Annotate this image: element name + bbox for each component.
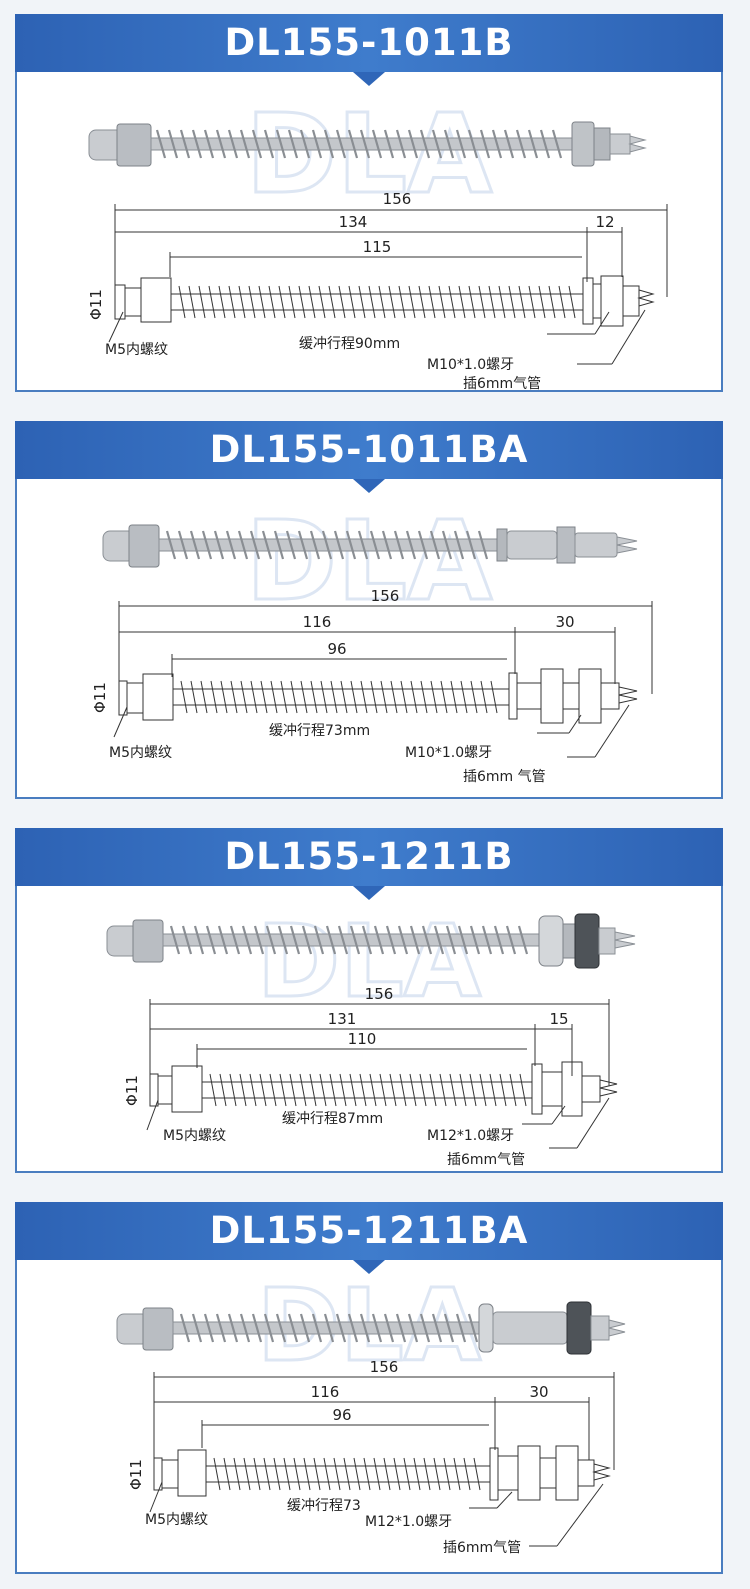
product-drawing: DLA [116,1266,626,1556]
stroke-note: 缓冲行程90mm [299,336,400,352]
title-pointer [353,479,385,493]
dimension-end: 12 [595,213,614,231]
thread-in-note: M5内螺纹 [163,1128,226,1144]
product-drawing: DLA [106,902,636,1168]
product-card-4: DL155-1211BA DLA [15,1202,723,1574]
product-body: DLA [17,479,721,797]
dimension-end: 30 [555,613,574,631]
product-title: DL155-1211B [15,828,723,900]
dimension-inner: 96 [327,640,346,658]
product-photo [102,524,638,568]
thread-out-note: M12*1.0螺牙 [365,1514,452,1530]
tube-note: 插6mm气管 [463,376,541,392]
title-pointer [353,1260,385,1274]
product-card-2: DL155-1011BA DLA [15,421,723,799]
product-body: DLA [17,72,721,392]
dimension-total: 156 [371,587,400,605]
stroke-note: 缓冲行程73 [287,1498,361,1514]
thread-in-note: M5内螺纹 [105,342,168,358]
dimension-total: 156 [383,190,412,208]
thread-out-note: M10*1.0螺牙 [405,745,492,761]
tube-note: 插6mm 气管 [463,769,546,785]
dimension-drawing [113,601,653,758]
diameter-label: Φ11 [123,1075,141,1106]
tube-note: 插6mm气管 [443,1540,521,1556]
dimension-end: 30 [529,1383,548,1401]
dimension-end: 15 [549,1010,568,1028]
dimension-total: 156 [370,1358,399,1376]
stroke-note: 缓冲行程87mm [282,1111,383,1127]
dimension-inner: 96 [332,1406,351,1424]
stroke-note: 缓冲行程73mm [269,723,370,739]
product-title: DL155-1011BA [15,421,723,493]
title-pointer [353,886,385,900]
thread-in-note: M5内螺纹 [145,1512,208,1528]
product-body: DLA [17,1260,721,1572]
product-drawing: DLA [91,496,653,785]
dimension-total: 156 [365,985,394,1003]
product-title: DL155-1211BA [15,1202,723,1274]
product-card-1: DL155-1011B DLA [15,14,723,392]
product-body: DLA [17,886,721,1171]
product-photo [106,913,636,969]
diameter-label: Φ11 [87,289,105,320]
dimension-inner: 110 [348,1030,377,1048]
product-title: DL155-1011B [15,14,723,86]
title-pointer [353,72,385,86]
watermark: DLA [246,497,493,625]
diameter-label: Φ11 [127,1459,145,1490]
product-photo [116,1301,626,1355]
dimension-mid: 134 [339,213,368,231]
product-card-3: DL155-1211B DLA [15,828,723,1173]
dimension-drawing [108,204,668,365]
thread-in-note: M5内螺纹 [109,745,172,761]
dimension-inner: 115 [363,238,392,256]
watermark: DLA [257,903,481,1020]
dimension-mid: 116 [303,613,332,631]
diameter-label: Φ11 [91,682,109,713]
product-photo [88,121,647,167]
dimension-drawing [149,1372,615,1547]
thread-out-note: M12*1.0螺牙 [427,1128,514,1144]
product-drawing: DLA [87,89,668,392]
dimension-drawing [146,999,618,1149]
thread-out-note: M10*1.0螺牙 [427,357,514,373]
tube-note: 插6mm气管 [447,1152,525,1168]
dimension-mid: 116 [311,1383,340,1401]
dimension-mid: 131 [328,1010,357,1028]
